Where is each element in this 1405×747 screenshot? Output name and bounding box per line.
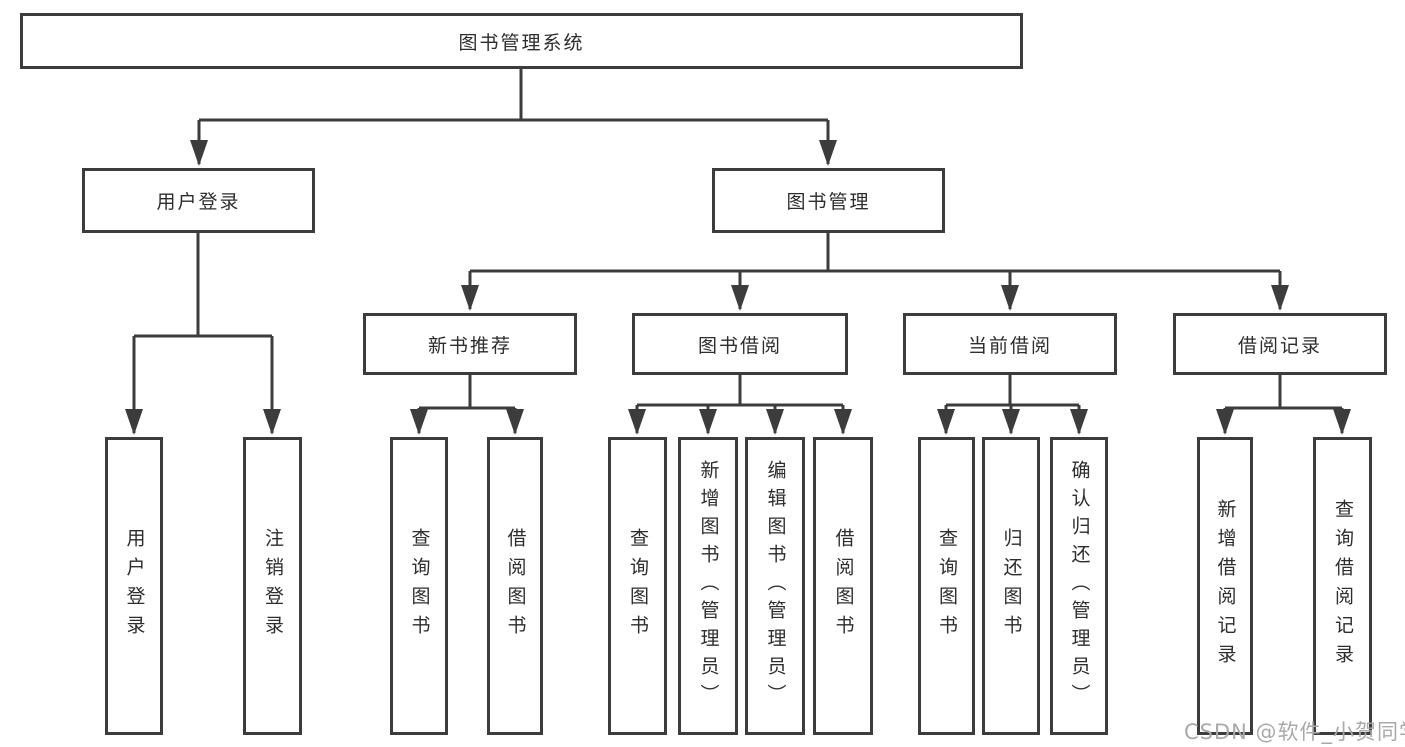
leaf-return-books: 归还图书 bbox=[982, 437, 1040, 735]
leaf-user-login: 用户登录 bbox=[105, 437, 163, 735]
leaf-query-books-current: 查询图书 bbox=[918, 437, 975, 735]
leaf-add-borrow-record: 新增借阅记录 bbox=[1197, 437, 1253, 735]
leaf-query-books-borrowing: 查询图书 bbox=[608, 437, 667, 735]
leaf-confirm-return-admin: 确认归还（管理员） bbox=[1050, 437, 1108, 735]
leaf-borrow-books-recommend: 借阅图书 bbox=[487, 437, 543, 735]
node-current-borrowing: 当前借阅 bbox=[903, 313, 1117, 375]
leaf-query-borrow-record: 查询借阅记录 bbox=[1313, 437, 1372, 735]
node-new-book-recommendation: 新书推荐 bbox=[363, 313, 577, 375]
node-user-login: 用户登录 bbox=[82, 168, 315, 233]
leaf-add-books-admin: 新增图书（管理员） bbox=[678, 437, 738, 735]
leaf-borrow-books-borrowing: 借阅图书 bbox=[813, 437, 873, 735]
leaf-query-books-recommend: 查询图书 bbox=[390, 437, 448, 735]
csdn-watermark: CSDN @软件_小贺同学 bbox=[1184, 720, 1405, 744]
leaf-logout: 注销登录 bbox=[243, 437, 302, 735]
node-book-management: 图书管理 bbox=[712, 168, 945, 233]
node-borrowing-records: 借阅记录 bbox=[1173, 313, 1387, 375]
node-library-management-system: 图书管理系统 bbox=[20, 13, 1023, 69]
node-book-borrowing: 图书借阅 bbox=[632, 313, 848, 375]
leaf-edit-books-admin: 编辑图书（管理员） bbox=[745, 437, 805, 735]
